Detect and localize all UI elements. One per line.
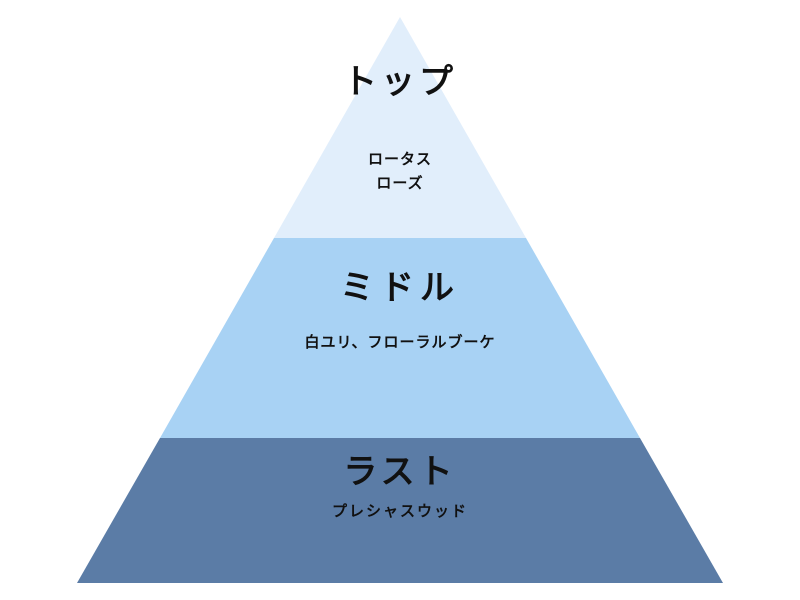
tier-middle-note-1: 白ユリ、フローラルブーケ — [304, 333, 495, 351]
tier-top-note-1: ロータス — [368, 150, 432, 168]
tier-bottom-note-1: プレシャスウッド — [332, 502, 468, 520]
tier-middle-shape — [160, 238, 640, 438]
tier-bottom-title: ラスト — [343, 452, 456, 492]
tier-top: トップ ロータス ローズ — [274, 17, 526, 238]
tier-middle-title: ミドル — [340, 268, 460, 308]
tier-middle: ミドル 白ユリ、フローラルブーケ — [160, 238, 640, 438]
tier-top-shape — [274, 17, 526, 238]
tier-top-title: トップ — [343, 62, 457, 102]
tier-bottom-shape — [77, 438, 723, 583]
tier-bottom: ラスト プレシャスウッド — [77, 438, 723, 583]
tier-top-note-2: ローズ — [376, 174, 423, 192]
